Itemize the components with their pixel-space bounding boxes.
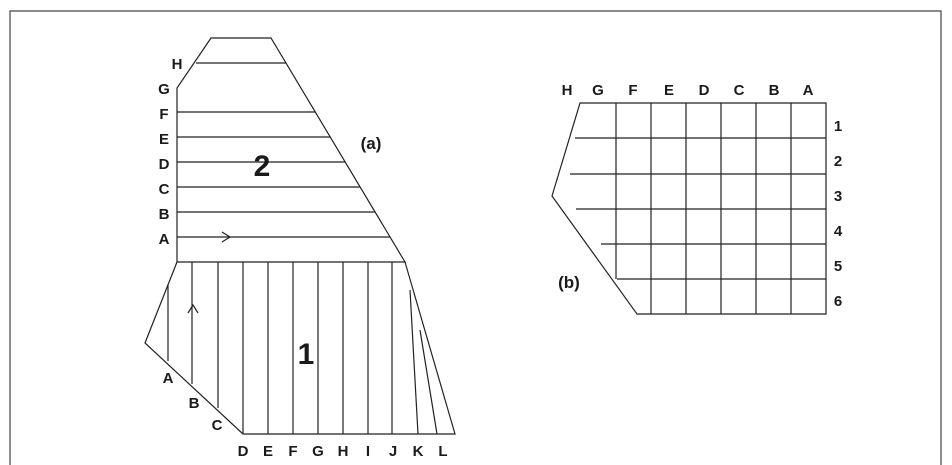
col-label: C bbox=[734, 82, 745, 99]
panel-b: H G F E D C B A 1 2 3 4 5 6 (b) bbox=[551, 82, 843, 315]
col-label: H bbox=[562, 82, 573, 99]
grid-cols-b bbox=[615, 103, 792, 314]
row-label: 1 bbox=[834, 118, 842, 135]
col-label: D bbox=[238, 443, 249, 460]
row-label: 5 bbox=[834, 258, 842, 275]
row-label: 4 bbox=[834, 223, 843, 240]
row-label: B bbox=[159, 206, 170, 223]
col-label: J bbox=[389, 443, 397, 460]
col-label: B bbox=[189, 395, 200, 412]
bottom-labels-a: D E F G H I J K L bbox=[238, 443, 448, 460]
row-label: H bbox=[172, 56, 183, 73]
row-label: D bbox=[159, 156, 170, 173]
row-label: 6 bbox=[834, 293, 842, 310]
col-label: G bbox=[312, 443, 324, 460]
row-label: A bbox=[159, 231, 170, 248]
row-labels-a: A B C D E F G H bbox=[158, 56, 182, 248]
figure-frame bbox=[9, 10, 942, 465]
region-2-lines bbox=[177, 62, 390, 238]
row-label: F bbox=[159, 106, 168, 123]
col-label: D bbox=[699, 82, 710, 99]
col-label: A bbox=[803, 82, 814, 99]
diag-labels-a: A B C bbox=[163, 370, 223, 434]
col-label: G bbox=[592, 82, 604, 99]
panel-a-tag: (a) bbox=[361, 134, 382, 153]
row-label: C bbox=[159, 181, 170, 198]
region-2-outline bbox=[176, 37, 407, 263]
row-labels-b: 1 2 3 4 5 6 bbox=[834, 118, 843, 310]
col-label: A bbox=[163, 370, 174, 387]
col-label: E bbox=[263, 443, 273, 460]
panel-b-tag: (b) bbox=[558, 273, 580, 292]
col-label: I bbox=[366, 443, 370, 460]
row-label: 3 bbox=[834, 188, 842, 205]
col-label: F bbox=[288, 443, 297, 460]
col-labels-b: H G F E D C B A bbox=[562, 82, 814, 99]
col-label: K bbox=[413, 443, 424, 460]
grid-rows-b bbox=[570, 137, 826, 280]
region-1-lines bbox=[167, 262, 438, 435]
col-label: E bbox=[664, 82, 674, 99]
col-label: B bbox=[769, 82, 780, 99]
col-label: L bbox=[438, 443, 447, 460]
col-label: F bbox=[628, 82, 637, 99]
row-label: 2 bbox=[834, 153, 842, 170]
col-label: H bbox=[338, 443, 349, 460]
row-label: G bbox=[158, 81, 170, 98]
region-1-label: 1 bbox=[298, 338, 315, 371]
flow-arrow-vertical bbox=[187, 303, 199, 314]
flow-arrow-horizontal bbox=[221, 231, 232, 243]
col-label: C bbox=[212, 417, 223, 434]
panel-a: 2 1 (a) A B C D E F G H A B C D E F G H … bbox=[144, 37, 456, 460]
row-label: E bbox=[159, 131, 169, 148]
region-2-label: 2 bbox=[254, 150, 271, 183]
grid-outline-b bbox=[551, 102, 827, 315]
